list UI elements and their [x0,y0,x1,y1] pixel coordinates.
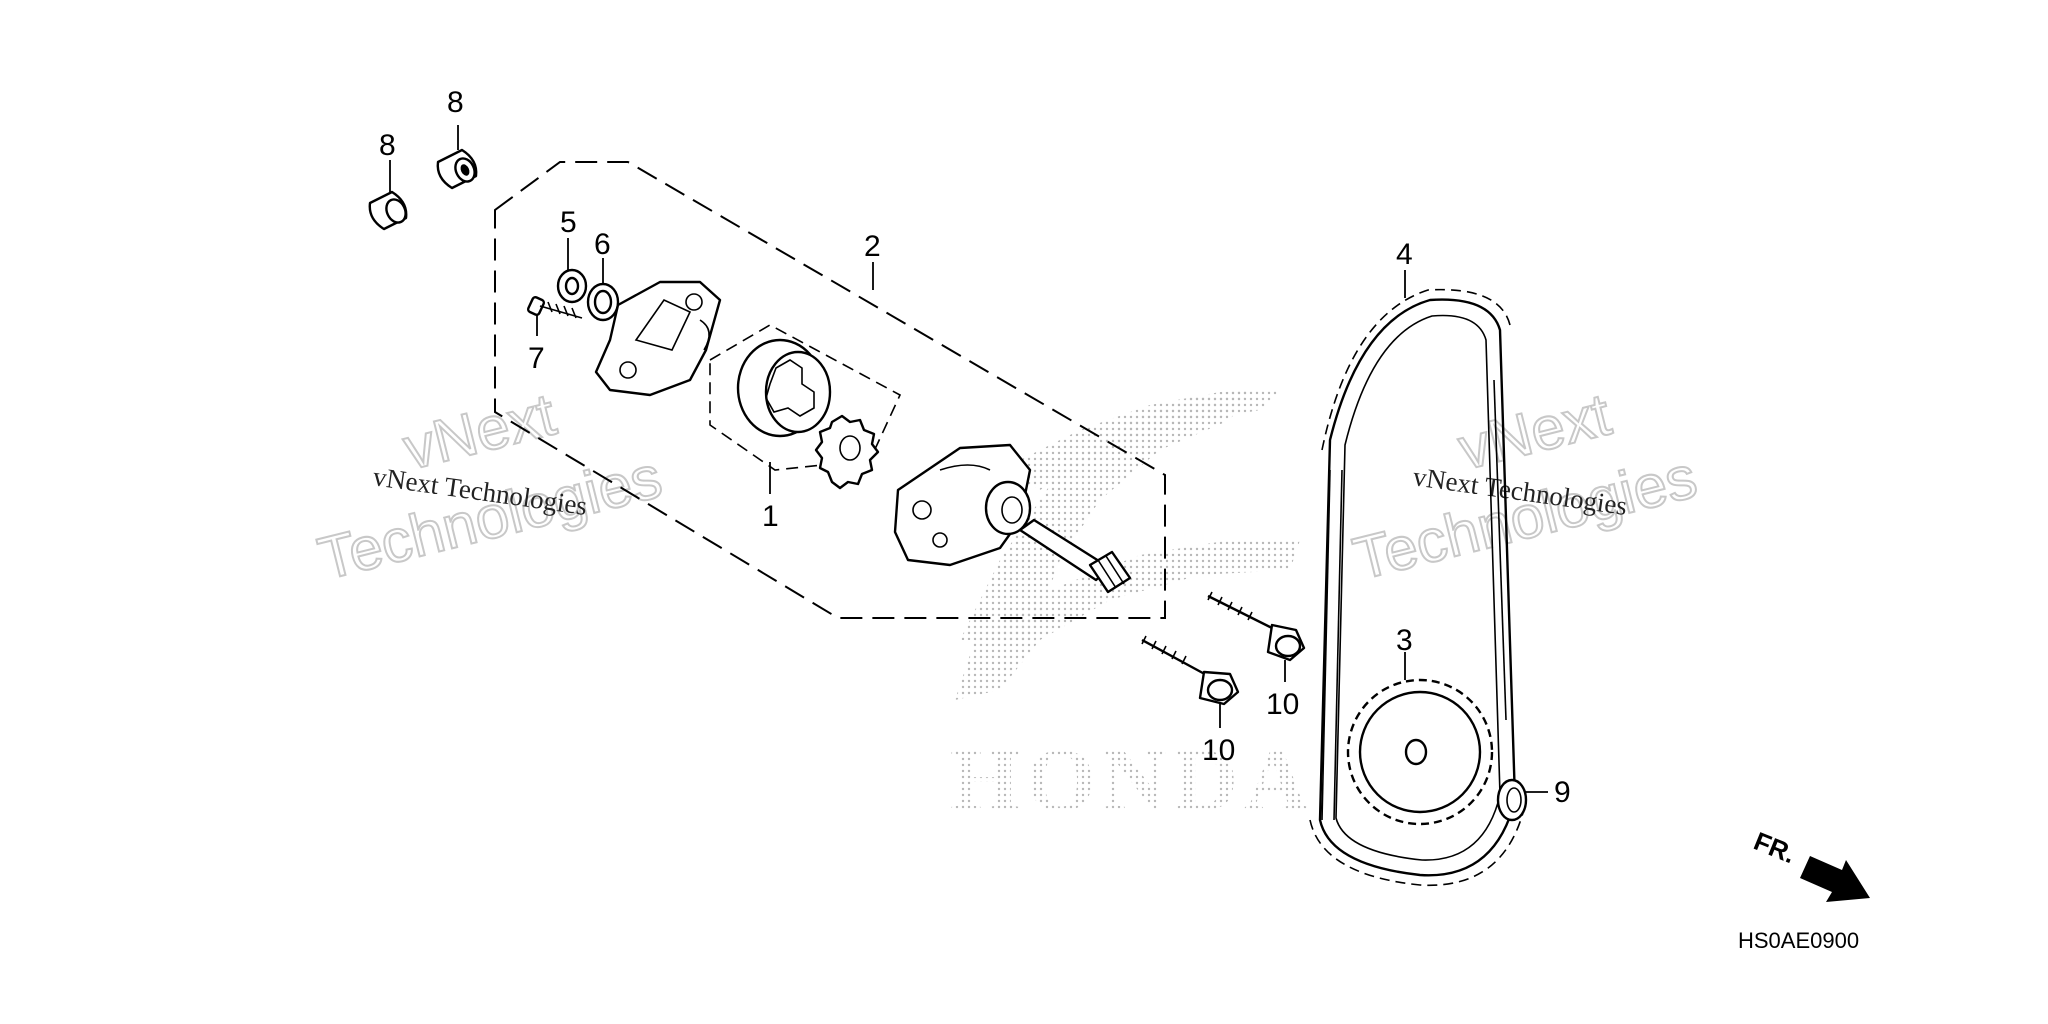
callout-8-upper: 8 [447,86,464,119]
arrow-right-down-icon [1800,856,1870,902]
leader-lines [389,125,1548,793]
callout-4: 4 [1396,238,1413,271]
drawing-code: HS0AE0900 [1738,928,1859,953]
pump-screw [526,296,583,319]
honda-wing-logo: HONDA [950,390,1315,830]
callout-3: 3 [1396,624,1413,657]
watermark-right: vNext Technologies vNext Technologies [1346,379,1704,593]
pump-outer-rotor [736,338,832,438]
dowel-pin-upper [436,148,478,190]
flange-bolt-lower [1141,635,1240,706]
callout-10-lower: 10 [1202,734,1235,767]
pump-body [893,443,1032,567]
driven-sprocket [1346,678,1494,826]
pump-assembly-boundary [494,161,1166,619]
callout-5: 5 [560,206,577,239]
callout-7: 7 [528,342,545,375]
watermark-left-outline-2: Technologies [312,443,668,593]
pump-cover-plate [594,280,722,397]
pump-o-ring [586,282,620,322]
flange-bolt-upper [1207,591,1306,662]
sprocket-circlip [1496,778,1528,822]
callout-1: 1 [762,500,779,533]
callout-8-lower: 8 [379,129,396,162]
callout-2: 2 [864,230,881,263]
front-indicator-label: FR. [1750,826,1800,870]
background-logo-text: HONDA [950,731,1315,830]
front-direction-indicator: FR. [1750,826,1870,902]
pump-inner-rotor [814,414,880,490]
dowel-pin-lower [368,190,408,231]
watermark-left: vNext Technologies vNext Technologies [311,379,669,593]
callout-10-upper: 10 [1266,688,1299,721]
pump-shaft [1018,518,1132,594]
callout-9: 9 [1554,776,1571,809]
callout-6: 6 [594,228,611,261]
pump-washer [556,268,588,304]
